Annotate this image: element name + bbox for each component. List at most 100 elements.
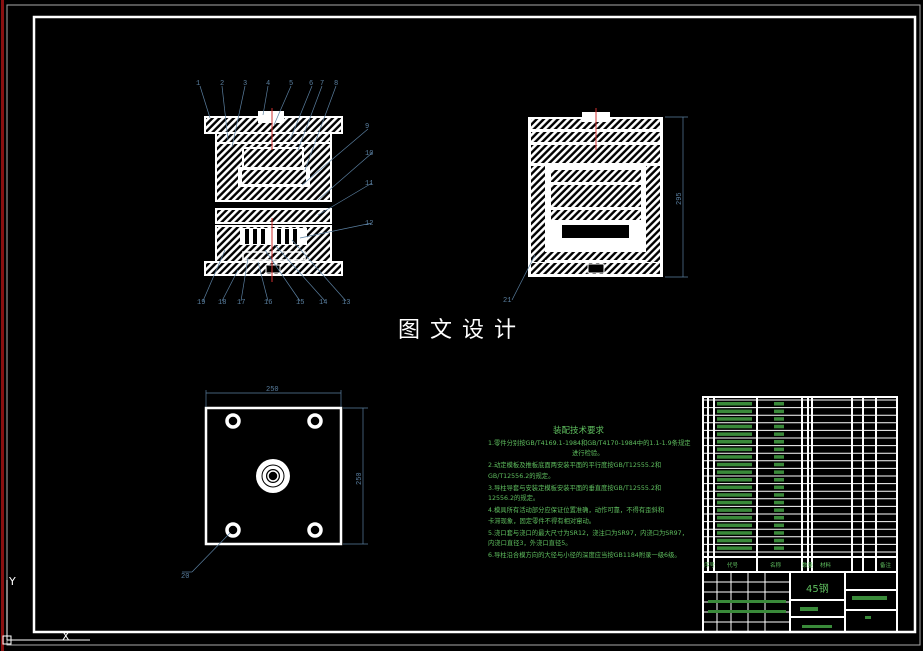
svg-text:9: 9	[365, 123, 369, 131]
viewport-edge	[1, 0, 4, 651]
bom-cell-name	[774, 538, 784, 543]
svg-text:5: 5	[289, 80, 293, 88]
sheet-border	[6, 4, 921, 646]
plan-view	[204, 406, 343, 546]
svg-text:13: 13	[342, 299, 350, 307]
svg-text:6: 6	[309, 80, 313, 88]
bom-cell-code	[717, 500, 752, 505]
requirement-line: 2.动定模板及推板底面两安装平面的平行度按GB/T12555.2和	[488, 460, 661, 469]
requirement-line: GB/T12556.2的规定。	[488, 471, 554, 480]
technical-requirements: 装配技术要求 1.零件分别按GB/T4169.1-1984和GB/T4170-1…	[488, 425, 691, 559]
svg-text:10: 10	[365, 150, 373, 158]
bom-cell-code	[717, 546, 752, 550]
bom-cell-name	[774, 485, 784, 490]
material-label: 45钢	[806, 582, 829, 595]
svg-text:7: 7	[320, 80, 324, 88]
ucs-icon	[2, 580, 90, 645]
svg-text:序号: 序号	[704, 561, 716, 569]
plan-view-part-number: 20	[181, 573, 189, 581]
side-view-part-number: 21	[503, 297, 511, 305]
front-section-view	[204, 108, 343, 282]
svg-text:1: 1	[196, 80, 200, 88]
svg-text:4: 4	[266, 80, 270, 88]
svg-text:19: 19	[197, 299, 205, 307]
bom-cell-code	[717, 485, 752, 490]
bom-cell-name	[774, 500, 784, 505]
bom-cell-code	[717, 516, 752, 520]
bom-cell-code	[717, 531, 752, 535]
drawing-frame	[32, 15, 917, 634]
side-view-dimension	[511, 116, 688, 301]
bom-cell-code	[717, 447, 752, 452]
bom-cell-name	[774, 409, 784, 414]
bom-cell-code	[717, 432, 752, 436]
requirement-line: 6.导柱沿合模方向的大径与小径的深度应当按GB1184附录一级6级。	[488, 550, 681, 559]
front-view-part-numbers: 1 2 3 4 5 6 7 8 9 10 11 12 13 14 15 16 1…	[196, 80, 373, 307]
bom-cell-code	[717, 478, 752, 482]
bom-cell-code	[717, 508, 752, 512]
requirement-line: 12556.2的规定。	[488, 493, 539, 502]
bom-cell-code	[717, 493, 752, 497]
svg-text:8: 8	[334, 80, 338, 88]
bom-cell-name	[774, 455, 784, 459]
bom-cell-name	[774, 516, 784, 520]
bom-cell-name	[774, 432, 784, 436]
bom-cell-name	[774, 531, 784, 535]
svg-text:2: 2	[220, 80, 224, 88]
svg-text:15: 15	[296, 299, 304, 307]
svg-text:材料: 材料	[820, 561, 832, 569]
requirement-line: 进行检验。	[572, 448, 603, 457]
bom-cell-name	[774, 462, 784, 467]
requirement-line: 1.零件分别按GB/T4169.1-1984和GB/T4170-1984中的1.…	[488, 438, 691, 447]
bom-cell-name	[774, 470, 784, 474]
ucs-y-label: Y	[8, 575, 16, 588]
bom-cell-name	[774, 447, 784, 452]
bom-cell-code	[717, 409, 752, 414]
bom-cell-name	[774, 546, 784, 550]
bom-cell-name	[774, 402, 784, 406]
svg-text:11: 11	[365, 180, 373, 188]
plan-height-dimension: 250	[356, 472, 364, 485]
bom-header: 序号 代号 名称 数量 材料 备注	[704, 561, 892, 569]
bom-cell-name	[774, 493, 784, 497]
svg-text:备注: 备注	[880, 561, 892, 569]
bom-cell-name	[774, 478, 784, 482]
bom-cell-code	[717, 523, 752, 528]
bom-cell-code	[717, 462, 752, 467]
bom-cell-name	[774, 417, 784, 421]
side-section-view	[528, 108, 663, 277]
svg-text:17: 17	[237, 299, 245, 307]
front-view-leaders	[199, 85, 373, 302]
bom-cell-code	[717, 470, 752, 474]
requirement-line: 4.模具所有活动部分应保证位置准确，动作可靠，不得有歪斜和	[488, 505, 664, 514]
bom-cell-name	[774, 508, 784, 512]
bom-cell-code	[717, 538, 752, 543]
requirement-line: 内浇口直径3，外浇口直径5。	[488, 538, 572, 547]
bom-cell-code	[717, 455, 752, 459]
title-block	[702, 396, 898, 633]
requirement-line: 5.浇口套与浇口的最大尺寸为SR12，浇注口为SR97，内浇口为SR97，	[488, 528, 688, 537]
svg-text:名称: 名称	[770, 561, 782, 569]
bom-cell-code	[717, 402, 752, 406]
bom-cell-name	[774, 424, 784, 429]
requirement-line: 3.导柱导套与安装定模板安装平面的垂直度按GB/T12555.2和	[488, 483, 661, 492]
side-height-dimension: 295	[676, 192, 684, 205]
svg-text:代号: 代号	[727, 561, 739, 569]
watermark-title: 图文设计	[398, 318, 526, 343]
svg-text:3: 3	[243, 80, 247, 88]
svg-text:14: 14	[319, 299, 327, 307]
bom-cell-name	[774, 523, 784, 528]
requirement-line: 卡滞现象，固定零件不得有相对窜动。	[488, 516, 595, 525]
bom-cell-name	[774, 440, 784, 444]
plan-width-dimension: 250	[266, 386, 279, 394]
ucs-x-label: X	[62, 630, 70, 643]
svg-text:数量: 数量	[802, 561, 814, 569]
bom-cell-code	[717, 424, 752, 429]
bom-cell-code	[717, 417, 752, 421]
requirements-title: 装配技术要求	[553, 425, 605, 436]
svg-text:12: 12	[365, 220, 373, 228]
svg-text:16: 16	[264, 299, 272, 307]
bom-cell-code	[717, 440, 752, 444]
plan-view-dimensions	[182, 390, 368, 573]
